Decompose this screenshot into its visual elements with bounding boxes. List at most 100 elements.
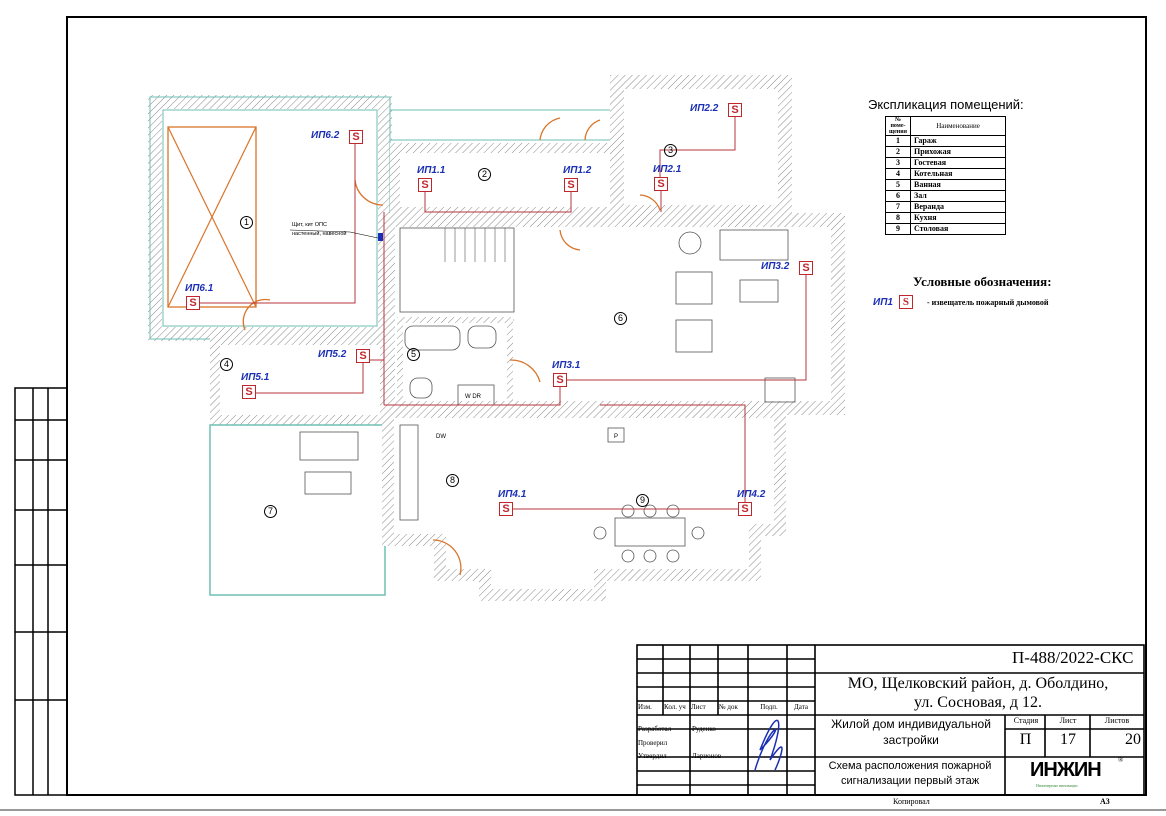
room-number-marker: 6 (614, 312, 627, 325)
stage-label: Стадия (1013, 716, 1039, 725)
address-line2: ул. Сосновая, д 12. (914, 694, 1042, 711)
room-number-marker: 2 (478, 168, 491, 181)
detector-tag: ИП3.1 (552, 360, 581, 371)
sheet-title: Схема расположения пожарной сигнализации… (814, 759, 1006, 789)
company-logo: ИНЖИН (1030, 759, 1102, 781)
sink (467, 325, 497, 349)
toilet (409, 377, 433, 399)
detector-tag: ИП2.2 (690, 103, 719, 114)
smoke-detector-icon[interactable]: S (564, 178, 578, 192)
room-num: 4 (885, 168, 911, 180)
room-name: Зал (910, 190, 1006, 202)
car-outline (167, 126, 257, 308)
room-num: 9 (885, 223, 911, 235)
room-num: 2 (885, 146, 911, 158)
object-line2: застройки (883, 733, 939, 747)
smoke-detector-icon[interactable]: S (553, 373, 567, 387)
project-code: П-488/2022-СКС (1012, 648, 1134, 667)
room-number-marker: 3 (664, 144, 677, 157)
fixture-p-label: P (614, 434, 618, 440)
smoke-detector-icon[interactable]: S (356, 349, 370, 363)
col-num-header: № поме-щения (885, 116, 911, 136)
dining-table (614, 517, 686, 547)
room-name: Гостевая (910, 157, 1006, 169)
detector-tag: ИП6.1 (185, 283, 214, 294)
table (739, 279, 779, 303)
legend-title: Условные обозначения: (913, 274, 1052, 289)
copied-label: Копировал (893, 797, 930, 806)
smoke-detector-icon: S (898, 295, 913, 309)
object-name: Жилой дом индивидуальной застройки (816, 716, 1006, 748)
veranda-outline (209, 424, 386, 596)
room-name: Прихожая (910, 146, 1006, 158)
col-name-header: Наименование (910, 116, 1006, 136)
name-developer: Руденко (692, 725, 716, 733)
smoke-detector-icon[interactable]: S (418, 178, 432, 192)
detector-tag: ИП5.2 (318, 349, 347, 360)
smoke-detector-icon[interactable]: S (654, 177, 668, 191)
detector-tag: ИП4.2 (737, 489, 766, 500)
smoke-detector-icon[interactable]: S (186, 296, 200, 310)
dishwasher-label: DW (436, 434, 446, 440)
role-checker: Проверил (638, 739, 668, 747)
room-num: 1 (885, 135, 911, 147)
detector-tag: ИП3.2 (761, 261, 790, 272)
detector-tag: ИП4.1 (498, 489, 527, 500)
room-number-marker: 1 (240, 216, 253, 229)
chairs (593, 504, 705, 563)
legend-item: ИП1 S - извещатель пожарный дымовой (873, 295, 1049, 309)
sofa (719, 229, 789, 261)
registered-mark: ® (1118, 756, 1124, 764)
alarm-loop-wiring (200, 115, 807, 510)
left-margin-stamp (14, 387, 68, 796)
object-line1: Жилой дом индивидуальной (831, 717, 991, 731)
room-number-marker: 7 (264, 505, 277, 518)
room-name: Ванная (910, 179, 1006, 191)
room-num: 3 (885, 157, 911, 169)
smoke-detector-icon[interactable]: S (728, 103, 742, 117)
detector-tag: ИП2.1 (653, 164, 682, 175)
header-list: Лист (691, 703, 706, 711)
room-number-marker: 5 (407, 348, 420, 361)
room-num: 5 (885, 179, 911, 191)
header-sign: Подп. (760, 703, 778, 711)
room-name: Котельная (910, 168, 1006, 180)
smoke-detector-icon[interactable]: S (349, 130, 363, 144)
sheet-label: Лист (1059, 716, 1077, 725)
floor-plan: W DR DW P (148, 75, 845, 601)
wall-bathroom (397, 317, 513, 408)
smoke-detector-icon[interactable]: S (499, 502, 513, 516)
panel-label: Щит, кит ОПС настенный, навесной (292, 222, 346, 237)
smoke-detector-icon[interactable]: S (242, 385, 256, 399)
room-number-marker: 4 (220, 358, 233, 371)
room-num: 6 (885, 190, 911, 202)
staircase (399, 227, 515, 313)
panel-label-line2: настенный, навесной (292, 231, 347, 237)
detector-tag: ИП5.1 (241, 372, 270, 383)
name-approver: Ларионов (692, 752, 722, 760)
legend-description: - извещатель пожарный дымовой (926, 297, 1049, 307)
address-line1: МО, Щелковский район, д. Оболдино, (847, 675, 1109, 692)
armchair (675, 271, 713, 305)
room-name: Кухня (910, 212, 1006, 224)
detector-tag: ИП1.1 (417, 165, 446, 176)
room-name: Веранда (910, 201, 1006, 213)
room-name: Гараж (910, 135, 1006, 147)
detector-tag: ИП6.2 (311, 130, 340, 141)
legend-symbol-tag: ИП1 (873, 296, 893, 308)
sheet-title-line2: сигнализации первый этаж (840, 775, 980, 787)
washer-dryer-label: W DR (465, 394, 482, 400)
smoke-detector-icon[interactable]: S (799, 261, 813, 275)
room-num: 8 (885, 212, 911, 224)
smoke-detector-icon[interactable]: S (738, 502, 752, 516)
company-logo-subtitle: Инженерные инновации (1036, 783, 1078, 788)
detector-tag: ИП1.2 (563, 165, 592, 176)
